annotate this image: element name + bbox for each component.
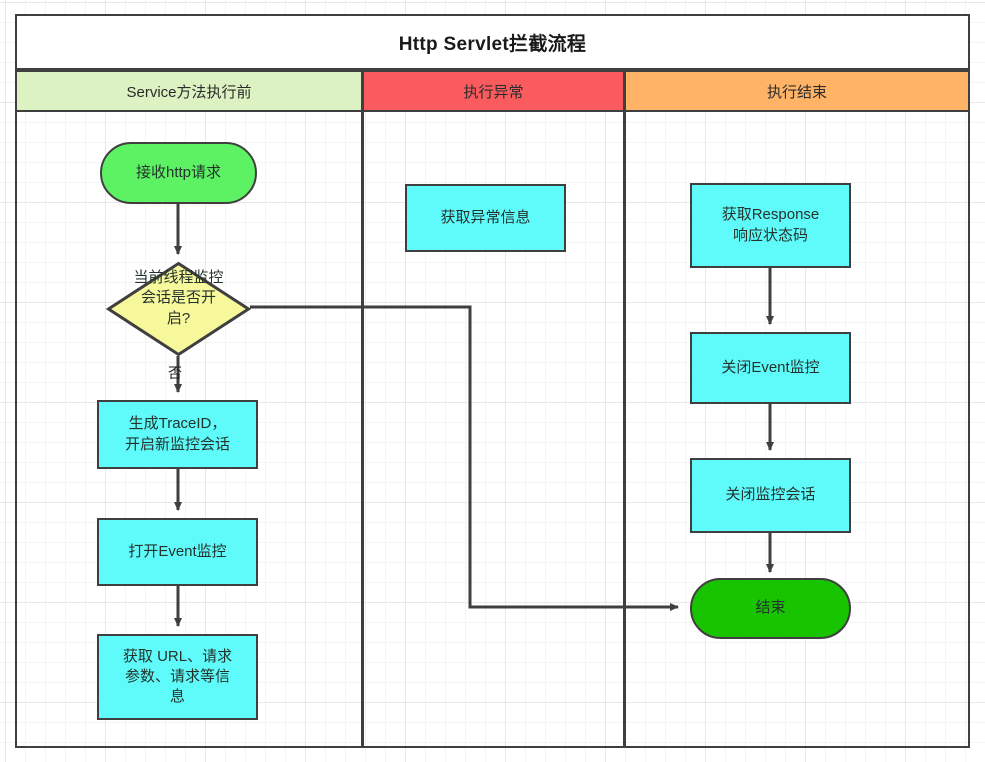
node-close-monitor-session[interactable]: 关闭监控会话 — [690, 458, 851, 533]
diagram-title: Http Servlet拦截流程 — [15, 14, 970, 70]
lane-header-finish: 执行结束 — [624, 70, 970, 112]
node-get-response-code[interactable]: 获取Response 响应状态码 — [690, 183, 851, 268]
node-session-open-decision[interactable]: 当前线程监控 会话是否开 启? — [105, 261, 252, 357]
node-get-exception-info[interactable]: 获取异常信息 — [405, 184, 566, 252]
lane-header-service-pre: Service方法执行前 — [15, 70, 363, 112]
node-receive-http-request[interactable]: 接收http请求 — [100, 142, 257, 204]
node-open-event-monitor[interactable]: 打开Event监控 — [97, 518, 258, 586]
node-close-event-monitor[interactable]: 关闭Event监控 — [690, 332, 851, 404]
node-create-traceid[interactable]: 生成TraceID， 开启新监控会话 — [97, 400, 258, 469]
node-end[interactable]: 结束 — [690, 578, 851, 639]
lane-header-exception: 执行异常 — [362, 70, 625, 112]
node-get-url-params[interactable]: 获取 URL、请求 参数、请求等信 息 — [97, 634, 258, 720]
edge-label-no: 否 — [168, 365, 182, 381]
